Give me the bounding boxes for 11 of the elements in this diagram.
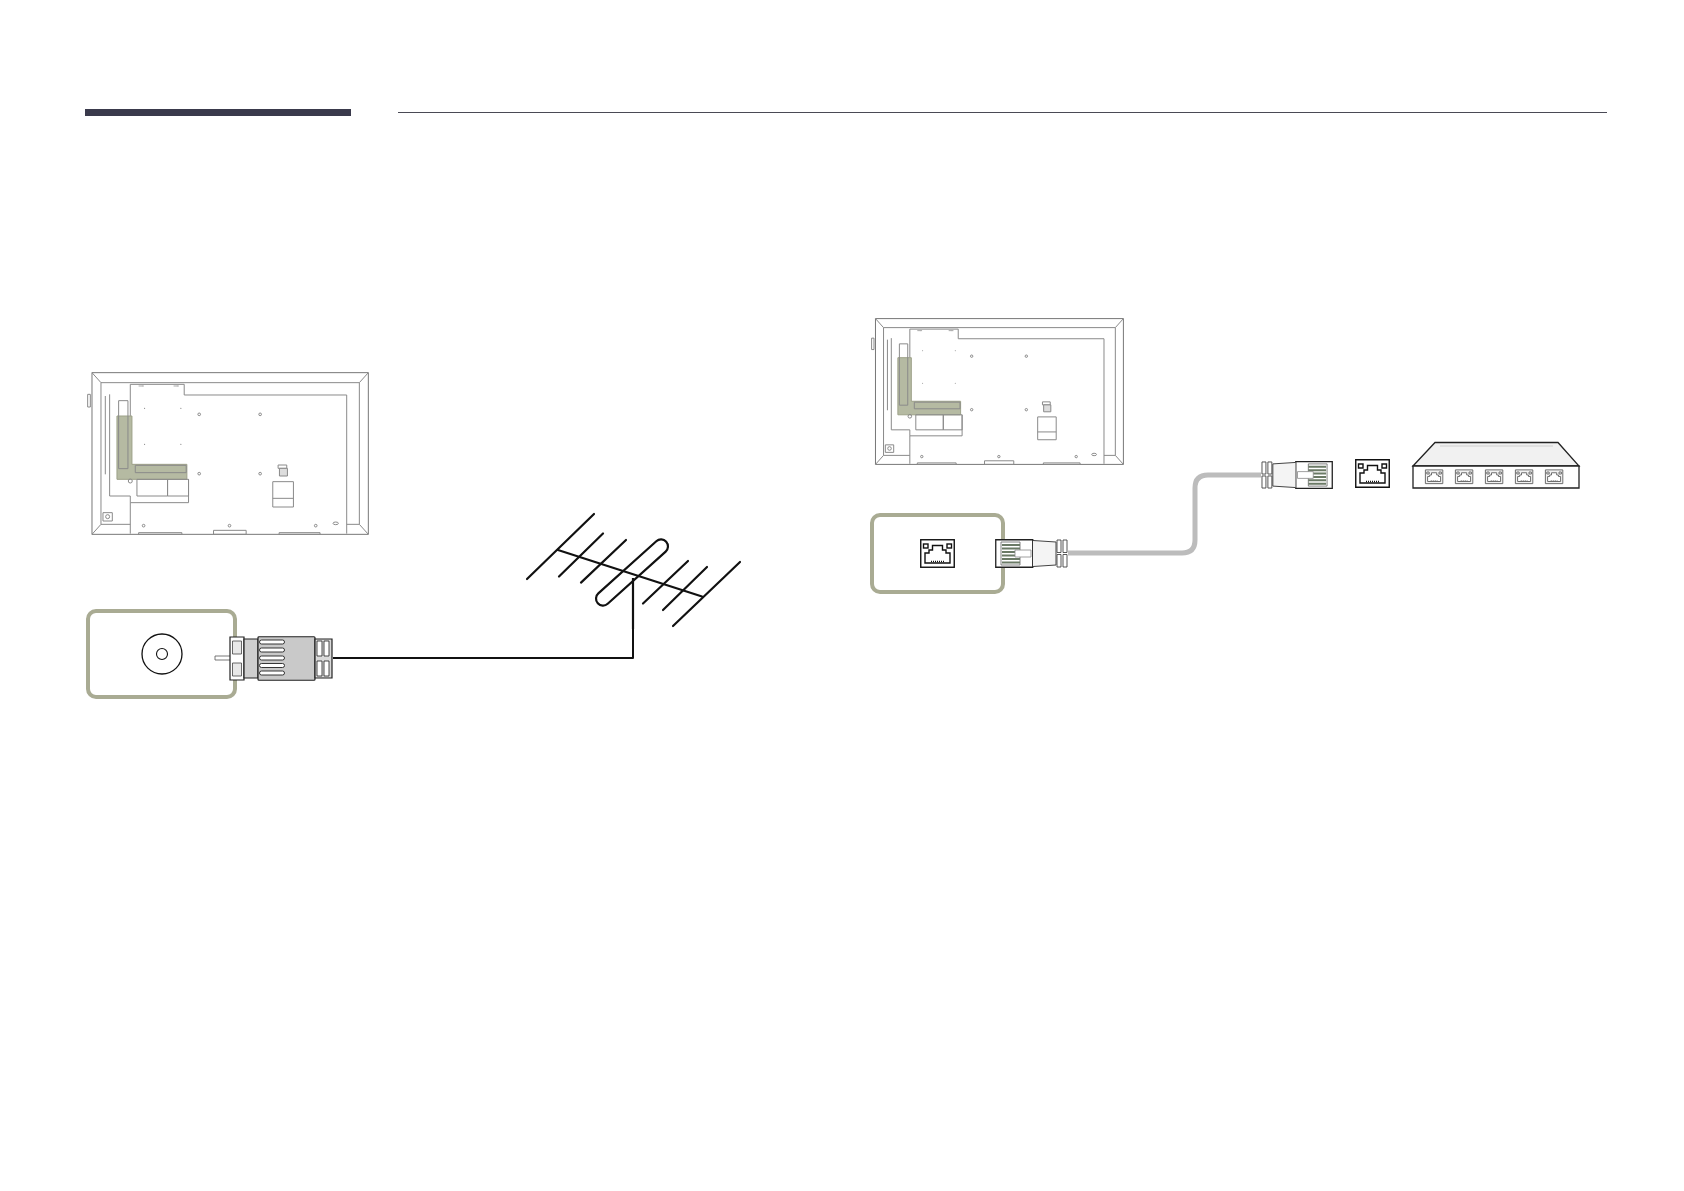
display-rear-drawing — [87, 372, 369, 535]
rj45-plug — [1261, 461, 1333, 489]
antenna-drawing — [524, 512, 742, 629]
coax-plug — [214, 636, 333, 681]
ethernet-port-icon — [1355, 459, 1390, 488]
port-panel — [870, 513, 1005, 594]
network-switch-drawing — [1412, 441, 1580, 489]
port-panel — [86, 609, 237, 699]
cable — [332, 628, 634, 659]
rj45-plug — [995, 539, 1068, 568]
display-rear-drawing — [871, 318, 1124, 465]
